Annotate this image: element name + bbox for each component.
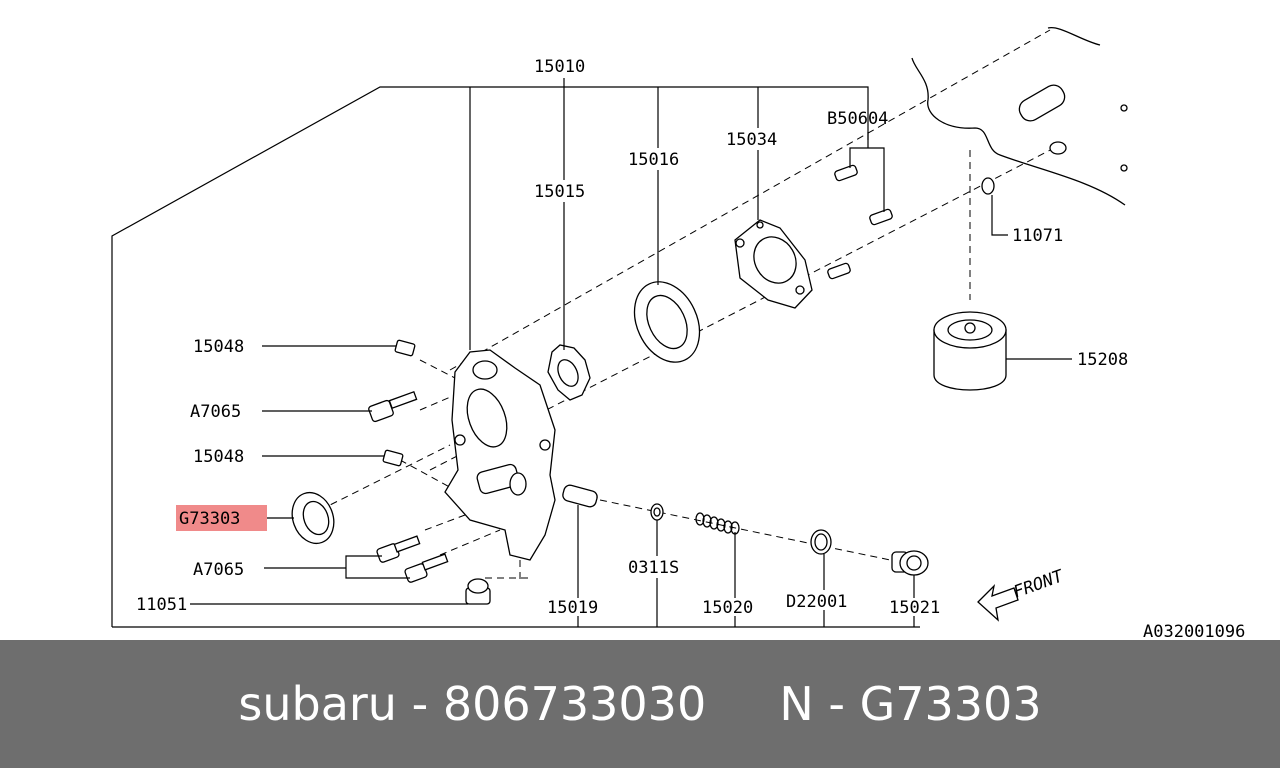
cross-reference-code: G73303 xyxy=(859,677,1042,731)
label-A7065-top: A7065 xyxy=(190,402,241,422)
label-15019: 15019 xyxy=(547,598,598,618)
outer-rotor-15016 xyxy=(633,281,701,363)
label-D22001: D22001 xyxy=(786,592,847,612)
label-15208: 15208 xyxy=(1077,350,1128,370)
label-A7065-bot: A7065 xyxy=(193,560,244,580)
brand-name: subaru xyxy=(238,677,397,731)
pump-cover-15034 xyxy=(734,219,813,309)
front-label: FRONT xyxy=(1011,566,1068,603)
front-direction-arrow: FRONT xyxy=(977,566,1068,622)
label-15048-top: 15048 xyxy=(193,337,244,357)
relief-valve-15019 xyxy=(562,484,598,508)
spring-15020 xyxy=(695,512,740,535)
gap xyxy=(706,677,779,731)
part-number: 806733030 xyxy=(442,677,707,731)
label-B50604: B50604 xyxy=(827,109,888,129)
prefix: N xyxy=(779,677,814,731)
screws-B50604 xyxy=(827,164,893,280)
part-info-footer: subaru - 806733030 N - G73303 xyxy=(0,640,1280,768)
label-15034: 15034 xyxy=(726,130,777,150)
label-0311S: 0311S xyxy=(628,558,679,578)
highlight-box xyxy=(176,505,267,531)
bolts-A7065 xyxy=(368,390,449,583)
label-G73303: G73303 xyxy=(179,509,240,529)
plug-11071 xyxy=(981,177,995,195)
label-15020: 15020 xyxy=(702,598,753,618)
label-15048-mid: 15048 xyxy=(193,447,244,467)
inner-rotor-15015 xyxy=(547,344,591,401)
parts-diagram: 15010 15015 15016 15034 B50604 11071 152… xyxy=(111,27,1245,640)
diagram-code: A032001096 xyxy=(1143,622,1245,640)
label-15021: 15021 xyxy=(889,598,940,618)
plug-11051 xyxy=(465,578,491,605)
label-11051: 11051 xyxy=(136,595,187,615)
assembly-dashed-lines xyxy=(319,29,1061,580)
oil-seal-G73303 xyxy=(291,491,335,545)
label-15016: 15016 xyxy=(628,150,679,170)
label-15015: 15015 xyxy=(534,182,585,202)
dowel-pin-15048-top xyxy=(394,339,416,357)
leader-lines xyxy=(190,78,1072,627)
washer-0311S xyxy=(650,503,664,521)
separator: - xyxy=(813,677,860,731)
separator: - xyxy=(396,677,443,731)
oil-filter-15208 xyxy=(933,311,1007,391)
plug-15021 xyxy=(891,550,929,576)
pump-body-15010 xyxy=(444,349,556,561)
engine-block-outline xyxy=(911,27,1128,206)
gasket-D22001 xyxy=(810,529,832,555)
label-15010: 15010 xyxy=(534,57,585,77)
diagram-frame xyxy=(111,86,920,628)
dowel-pin-15048-mid xyxy=(382,449,404,467)
label-11071: 11071 xyxy=(1012,226,1063,246)
